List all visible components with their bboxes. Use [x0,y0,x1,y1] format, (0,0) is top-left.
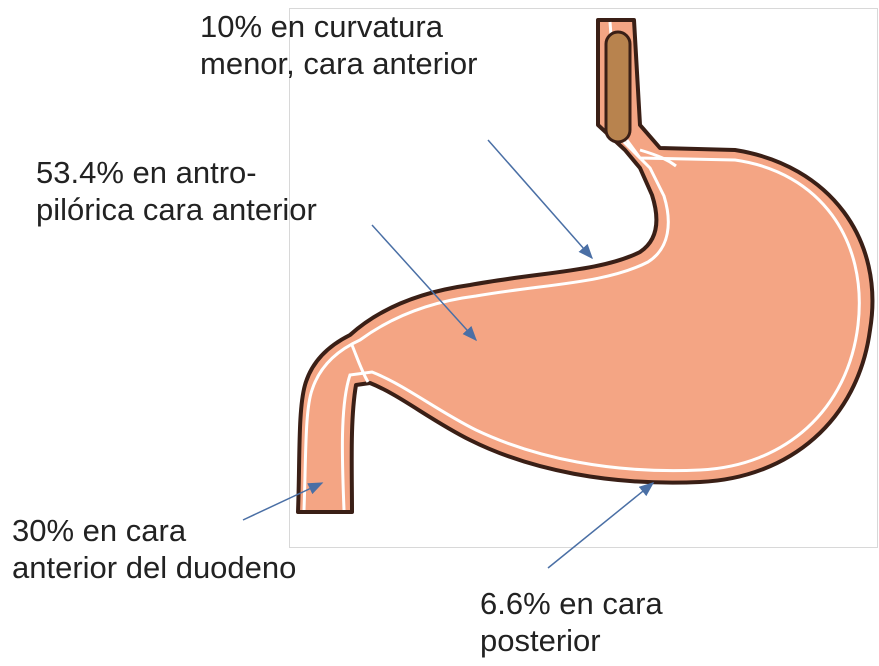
label-antro-pyloric-line2: pilórica cara anterior [36,191,317,228]
arrow-posterior [548,483,653,568]
stomach-outline [298,20,872,512]
label-duodenum-line1: 30% en cara [12,512,296,549]
label-posterior: 6.6% en cara posterior [480,585,663,659]
label-lesser-curvature-line2: menor, cara anterior [200,45,477,82]
label-antro-pyloric-line1: 53.4% en antro- [36,154,317,191]
label-posterior-line1: 6.6% en cara [480,585,663,622]
stomach-shape [298,20,872,512]
esophagus-bolus [606,32,630,142]
label-antro-pyloric: 53.4% en antro- pilórica cara anterior [36,154,317,228]
arrow-lesser-curvature [488,140,592,258]
label-duodenum-line2: anterior del duodeno [12,549,296,586]
label-duodenum: 30% en cara anterior del duodeno [12,512,296,586]
label-lesser-curvature: 10% en curvatura menor, cara anterior [200,8,477,82]
label-posterior-line2: posterior [480,622,663,659]
label-lesser-curvature-line1: 10% en curvatura [200,8,477,45]
